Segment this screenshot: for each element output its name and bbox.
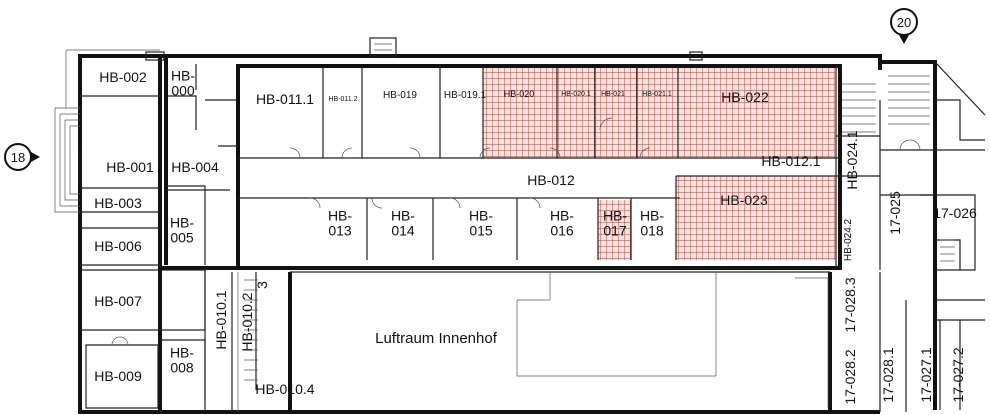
room-hb-000[interactable]: HB-000	[171, 67, 195, 98]
room-hb-019-1[interactable]: HB-019.1	[444, 90, 487, 101]
room-hb-013[interactable]: HB-013	[328, 207, 352, 238]
room-hb-004[interactable]: HB-004	[171, 159, 219, 175]
room-17-028-1[interactable]: 17-028.1	[880, 347, 896, 402]
courtyard	[237, 271, 830, 412]
room-hb-001[interactable]: HB-001	[106, 159, 154, 175]
room-hb-020-1[interactable]: HB-020.1	[561, 91, 591, 98]
room-hb-011-1[interactable]: HB-011.1	[256, 91, 314, 107]
room-hb-010-3[interactable]: 3	[254, 281, 270, 289]
room-hb-020[interactable]: HB-020	[504, 89, 535, 99]
room-hb-022[interactable]: HB-022	[721, 89, 769, 105]
room-hb-016[interactable]: HB-016	[550, 207, 574, 238]
interior-walls	[79, 64, 935, 412]
room-hb-021[interactable]: HB-021	[601, 91, 625, 98]
room-17-028-2[interactable]: 17-028.2	[842, 349, 858, 404]
room-hb-003[interactable]: HB-003	[94, 195, 142, 211]
room-hb-019[interactable]: HB-019	[383, 90, 417, 101]
door-swings	[111, 117, 921, 346]
highlight-hb-020-022	[483, 66, 835, 158]
room-hb-023[interactable]: HB-023	[720, 192, 768, 208]
room-hb-024-2[interactable]: HB-024.2	[843, 218, 854, 261]
room-hb-012[interactable]: HB-012	[527, 172, 575, 188]
highlight-hb-023	[676, 176, 836, 260]
right-annex	[842, 61, 986, 410]
room-hb-002[interactable]: HB-002	[99, 69, 147, 85]
room-17-026[interactable]: 17-026	[933, 205, 977, 221]
marker-18-label: 18	[11, 150, 25, 165]
room-17-027-1[interactable]: 17-027.1	[918, 347, 934, 402]
roof-elements	[145, 37, 703, 61]
room-17-025[interactable]: 17-025	[887, 191, 903, 235]
room-hb-017[interactable]: HB-017	[603, 207, 627, 238]
room-labels: HB-002 HB-000 HB-001 HB-003 HB-004 HB-00…	[94, 67, 977, 404]
room-17-027-2[interactable]: 17-027.2	[950, 347, 966, 402]
highlighted-areas	[483, 66, 836, 260]
room-hb-018[interactable]: HB-018	[640, 207, 664, 238]
room-hb-005[interactable]: HB-005	[170, 214, 194, 245]
marker-20[interactable]: 20	[890, 8, 918, 44]
room-17-028-3[interactable]: 17-028.3	[842, 277, 858, 332]
courtyard-label: Luftraum Innenhof	[375, 330, 498, 347]
room-hb-010-1[interactable]: HB-010.1	[213, 290, 229, 349]
room-hb-015[interactable]: HB-015	[469, 207, 493, 238]
room-hb-011-2[interactable]: HB-011.2	[328, 96, 357, 103]
room-hb-010-4[interactable]: HB-010.4	[255, 381, 314, 397]
room-hb-012-1[interactable]: HB-012.1	[761, 153, 820, 169]
highlight-hb-017	[598, 200, 631, 260]
marker-20-label: 20	[897, 15, 911, 30]
room-hb-021-1[interactable]: HB-021.1	[642, 91, 672, 98]
room-hb-006[interactable]: HB-006	[94, 238, 142, 254]
room-hb-008[interactable]: HB-008	[170, 344, 194, 375]
left-entrance	[54, 49, 160, 213]
room-hb-007[interactable]: HB-007	[94, 293, 142, 309]
room-hb-010-2[interactable]: HB-010.2	[239, 292, 255, 351]
room-hb-024-1[interactable]: HB-024.1	[844, 130, 860, 189]
room-hb-009[interactable]: HB-009	[94, 368, 142, 384]
marker-18[interactable]: 18	[4, 143, 40, 171]
room-hb-014[interactable]: HB-014	[391, 207, 415, 238]
